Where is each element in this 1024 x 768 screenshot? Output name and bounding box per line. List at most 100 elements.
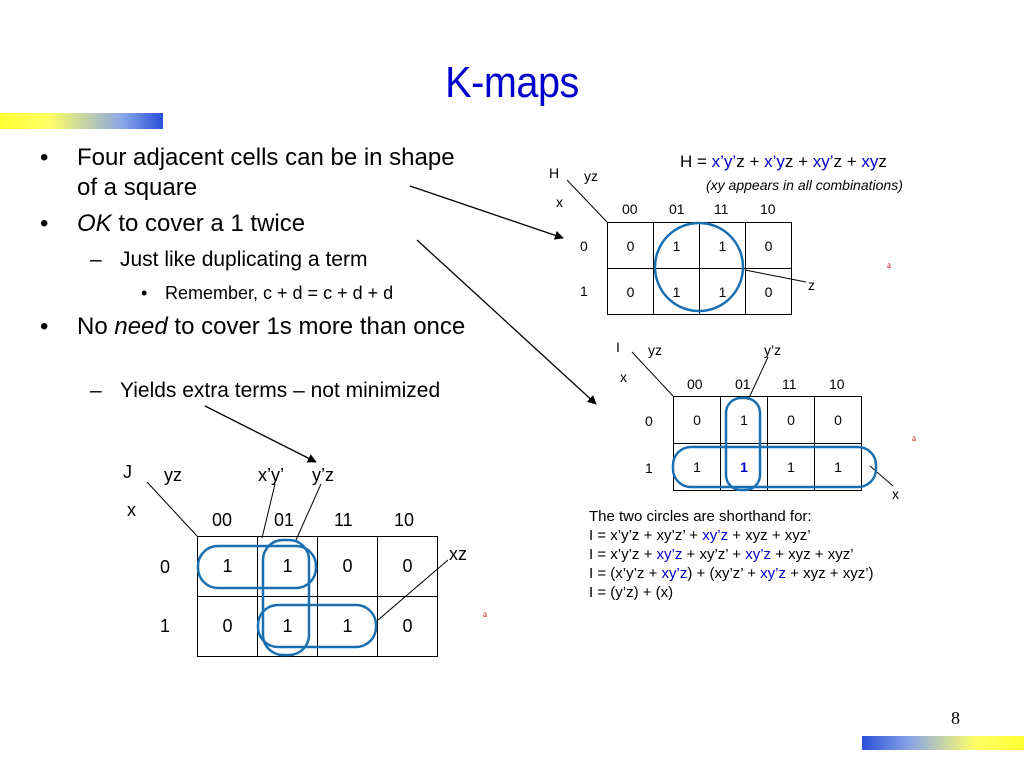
bullet-dot: • bbox=[40, 144, 49, 171]
kmap-i-row-loop bbox=[671, 445, 878, 489]
exp-text: I = x’y’z + bbox=[589, 546, 657, 563]
kmap-h-callout-line bbox=[744, 269, 807, 283]
kmap-h-col-1: 01 bbox=[669, 201, 685, 217]
h-eq-text: z + bbox=[736, 152, 765, 171]
kmap-h-yz-label: yz bbox=[584, 168, 598, 184]
kmap-i-x-callout-line bbox=[869, 465, 894, 487]
kmap-i-callout-x: x bbox=[892, 486, 899, 502]
h-eq-text: z bbox=[878, 152, 887, 171]
kmap-i-cell: 1 bbox=[814, 443, 862, 491]
explanation-line: The two circles are shorthand for: bbox=[589, 508, 812, 525]
exp-highlight: xy’z bbox=[745, 546, 772, 563]
kmap-j-x-label: x bbox=[127, 500, 136, 520]
kmap-i-yz-label: yz bbox=[648, 342, 662, 358]
h-eq-prefix: H = bbox=[680, 152, 712, 171]
exp-text: + xyz + xyz’ bbox=[728, 527, 811, 544]
exp-highlight: xy’z bbox=[661, 565, 688, 582]
kmap-j-top-label-1: x’y’ bbox=[258, 465, 284, 485]
bullet-1: • Four adjacent cells can be in shape of… bbox=[40, 143, 460, 203]
bullet-3-sub: – Yields extra terms – not minimized bbox=[90, 378, 530, 404]
kmap-i-corner-diagonal bbox=[631, 351, 674, 397]
bullet-dot: • bbox=[141, 283, 148, 303]
bullet-2-subsub: • Remember, c + d = c + d + d bbox=[141, 282, 471, 304]
kmap-i-cell: 1 bbox=[767, 443, 815, 491]
kmap-j-top-callout-line-2 bbox=[295, 483, 322, 541]
bullet-3: • No need to cover 1s more than once bbox=[40, 312, 480, 342]
kmap-h-row-1: 1 bbox=[580, 283, 588, 299]
exp-text: + xyz + xyz’ bbox=[771, 546, 854, 563]
kmap-i-top-label: y’z bbox=[764, 342, 782, 358]
exp-highlight: xy’z bbox=[760, 565, 787, 582]
h-eq-text: z + bbox=[833, 152, 862, 171]
h-eq-term: xy’ bbox=[812, 152, 834, 171]
bullet-dot: • bbox=[40, 210, 49, 237]
bullet-2-text: to cover a 1 twice bbox=[111, 210, 306, 237]
kmap-h-cell: 0 bbox=[745, 268, 792, 315]
kmap-h-cell: 0 bbox=[607, 268, 654, 315]
kmap-j-row-0: 0 bbox=[160, 557, 171, 577]
kmap-i-x-label: x bbox=[620, 369, 627, 385]
h-note: (xy appears in all combinations) bbox=[706, 177, 903, 193]
bullet-2-sub: – Just like duplicating a term bbox=[90, 247, 450, 273]
explanation-line: I = (y’z) + (x) bbox=[589, 584, 674, 601]
kmap-h-corner-diagonal bbox=[566, 179, 608, 223]
top-accent-bar bbox=[0, 113, 163, 129]
arrow-to-kmap-h bbox=[409, 185, 564, 240]
kmap-j-top-callout-line-1 bbox=[261, 483, 276, 539]
kmap-h-x-label: x bbox=[556, 194, 563, 210]
h-eq-text: z + bbox=[784, 152, 813, 171]
kmap-j-cell: 0 bbox=[377, 596, 438, 657]
kmap-j-top-label-2: y’z bbox=[312, 465, 334, 485]
kmap-j-xz-callout-line bbox=[377, 559, 449, 621]
kmap-i-col-1: 01 bbox=[735, 376, 751, 392]
bullet-3-sub-text: Yields extra terms – not minimized bbox=[120, 379, 441, 402]
kmap-j-col-3: 10 bbox=[394, 510, 415, 530]
kmap-j-column-loop bbox=[261, 538, 311, 657]
kmap-j-col-0: 00 bbox=[212, 510, 233, 530]
kmap-i-grid: 0 1 0 0 1 1 1 1 bbox=[673, 396, 862, 491]
bullet-2-sub-text: Just like duplicating a term bbox=[120, 248, 368, 271]
kmap-j-top-loop bbox=[196, 544, 318, 590]
bullet-2: • OK to cover a 1 twice bbox=[40, 209, 460, 239]
dash-marker: – bbox=[90, 379, 102, 402]
h-equation: H = x’y’z + x’yz + xy’z + xyz bbox=[680, 152, 887, 172]
explanation-block: The two circles are shorthand for: I = x… bbox=[589, 507, 1009, 602]
exp-text: + xy’z’ + bbox=[682, 546, 746, 563]
kmap-h-row-0: 0 bbox=[580, 238, 588, 254]
kmap-j-corner-diagonal bbox=[146, 481, 198, 537]
slide-title: K-maps bbox=[445, 58, 579, 107]
exp-text: I = x’y’z + xy’z’ + bbox=[589, 527, 703, 544]
h-eq-term: xy bbox=[861, 152, 879, 171]
bullet-2-emphasis: OK bbox=[77, 210, 112, 237]
kmap-i-col-2: 11 bbox=[782, 376, 797, 392]
explanation-line: I = x’y’z + xy’z + xy’z’ + xy’z + xyz + … bbox=[589, 545, 1009, 564]
kmap-h-grid: 0 1 1 0 0 1 1 0 bbox=[607, 222, 792, 315]
bullet-3-emphasis: need bbox=[114, 313, 168, 340]
dash-marker: – bbox=[90, 248, 102, 271]
kmap-h-name: H bbox=[549, 165, 560, 181]
kmap-h-loop bbox=[653, 221, 745, 313]
bullet-2-subsub-text: Remember, c + d = c + d + d bbox=[165, 283, 394, 303]
kmap-h-col-0: 00 bbox=[622, 201, 638, 217]
h-eq-term: x’y’ bbox=[711, 152, 737, 171]
kmap-j-bottom-loop bbox=[256, 603, 378, 649]
kmap-i-column-loop bbox=[724, 396, 762, 492]
red-mark: a bbox=[483, 609, 487, 619]
kmap-i-col-3: 10 bbox=[829, 376, 845, 392]
page-number: 8 bbox=[951, 708, 960, 728]
kmap-j-name: J bbox=[123, 462, 132, 482]
kmap-i-col-0: 00 bbox=[687, 376, 703, 392]
exp-highlight: xy’z bbox=[656, 546, 683, 563]
red-mark: a bbox=[912, 433, 916, 443]
bullet-3-text-a: No bbox=[77, 313, 115, 340]
h-eq-term: x’y bbox=[764, 152, 785, 171]
bullet-1-text: Four adjacent cells can be in shape of a… bbox=[77, 144, 455, 201]
exp-highlight: xy’z bbox=[702, 527, 729, 544]
kmap-i-name: I bbox=[616, 339, 620, 355]
kmap-h-cell: 1 bbox=[699, 268, 746, 315]
kmap-j-row-1: 1 bbox=[160, 616, 171, 636]
kmap-j-col-2: 11 bbox=[334, 510, 353, 530]
exp-text: + xyz + xyz’) bbox=[786, 565, 874, 582]
bullet-dot: • bbox=[40, 313, 49, 340]
